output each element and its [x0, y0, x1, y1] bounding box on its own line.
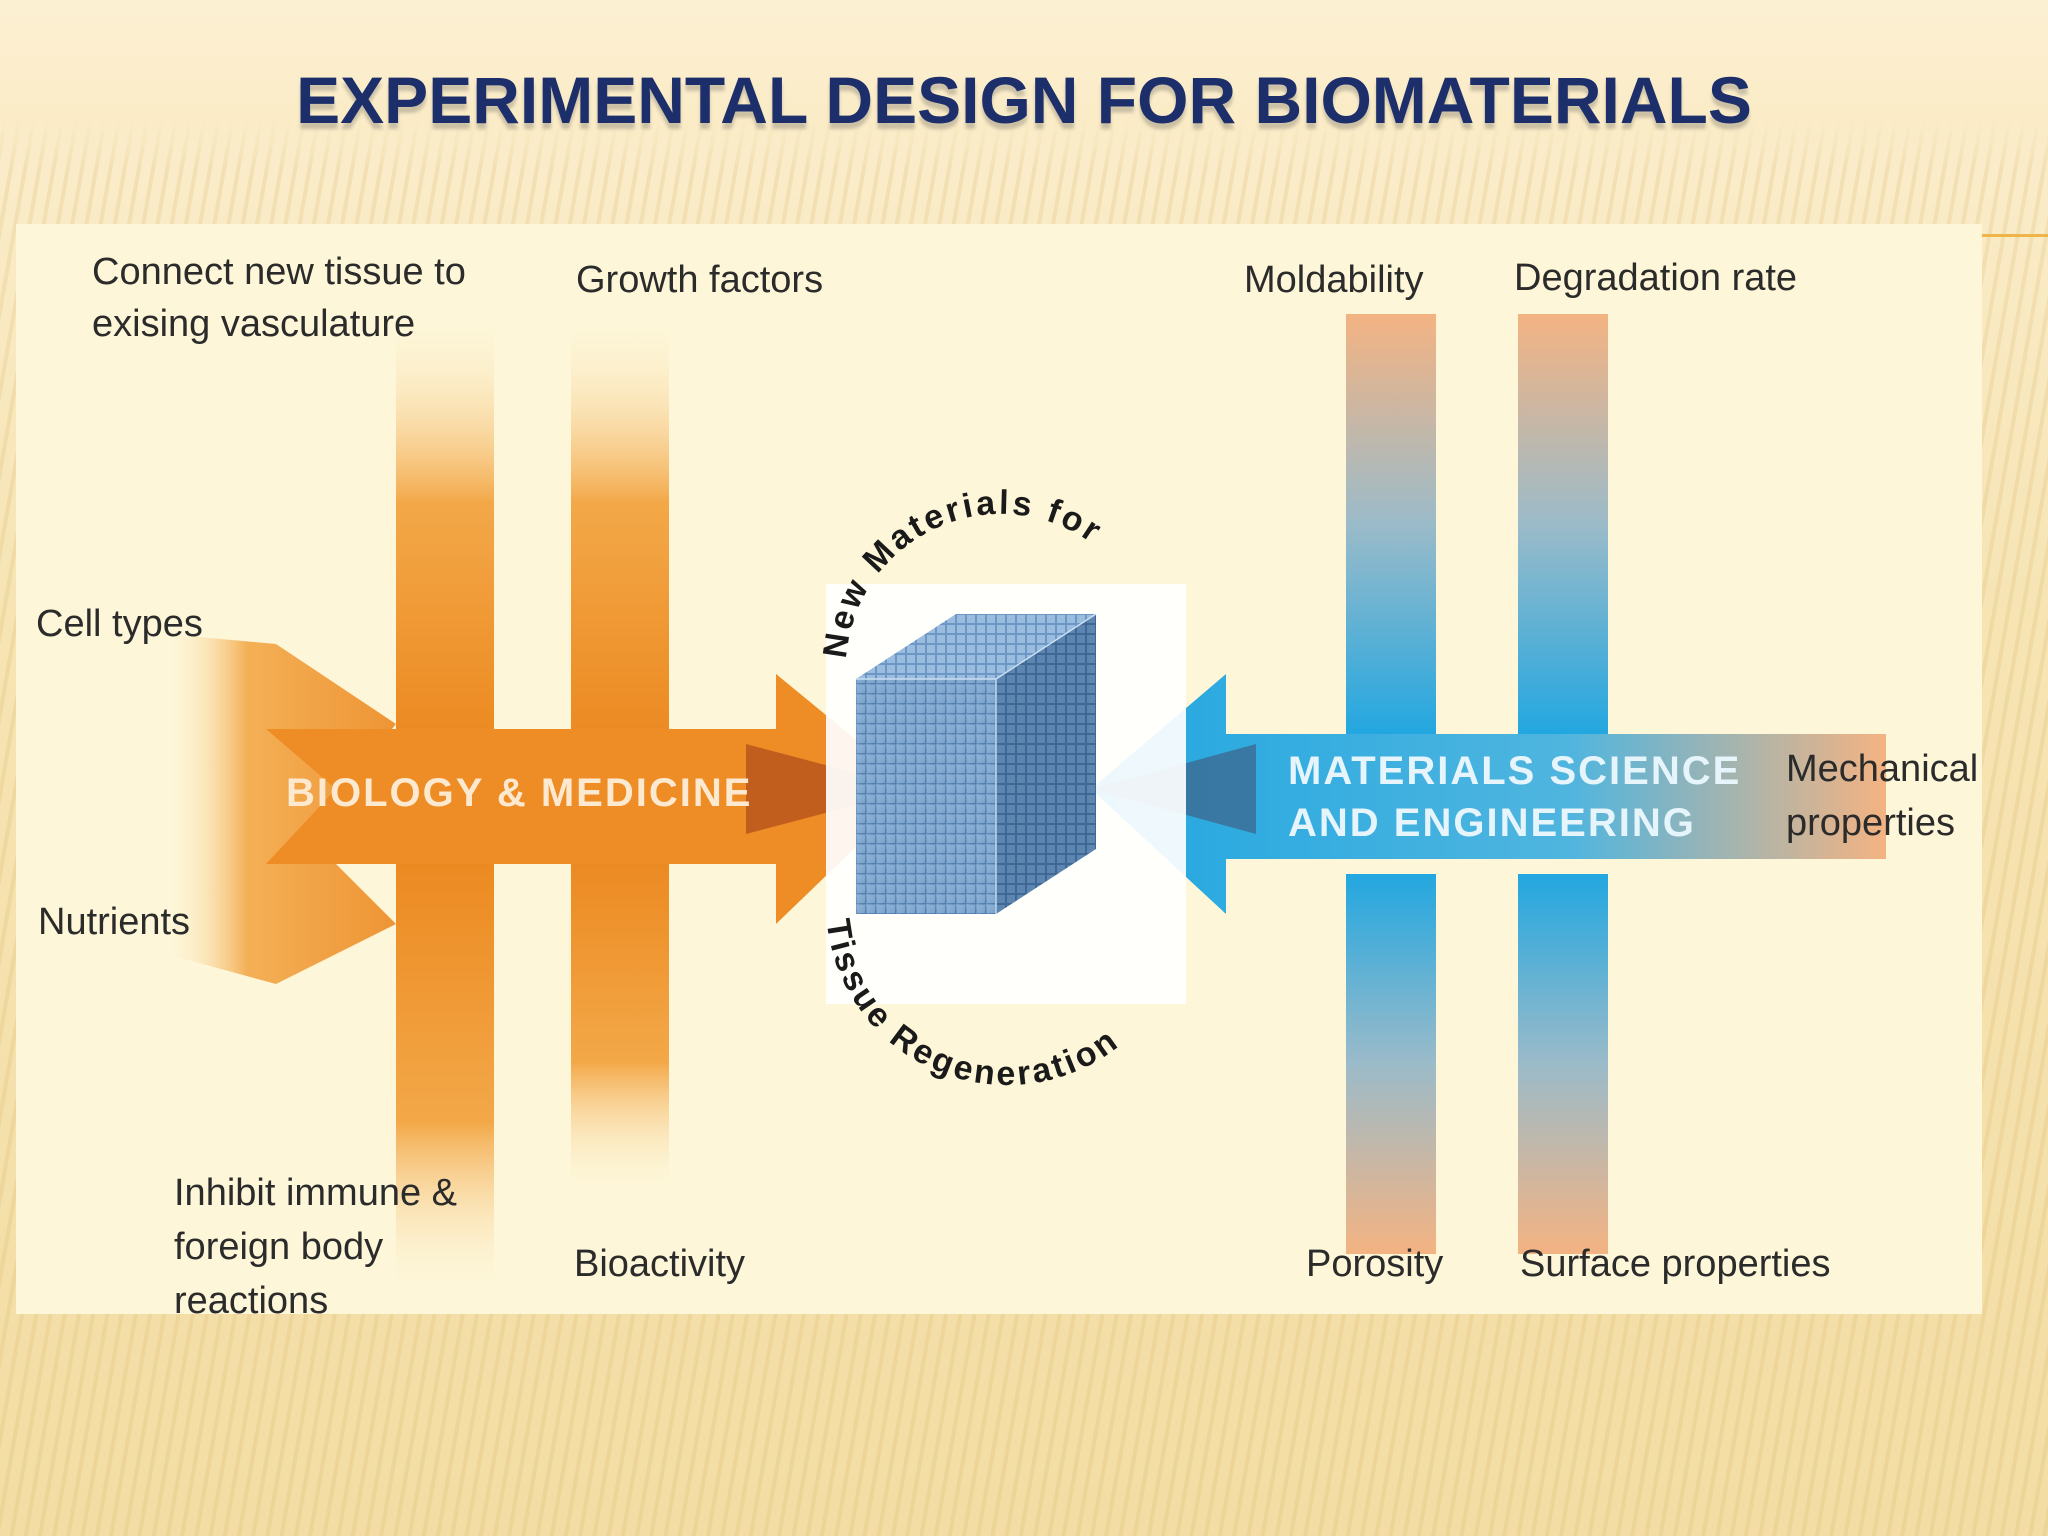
diagram-graphics: New Materials for Tissue Regeneration BI…	[166, 314, 1886, 1294]
bioactivity-stream	[571, 864, 669, 1194]
biomaterials-diagram: New Materials for Tissue Regeneration BI…	[16, 224, 1982, 1314]
cube-side	[996, 614, 1096, 914]
inhibit-immune-label: Inhibit immune & foreign body reactions	[174, 1166, 457, 1314]
surface-properties-label: Surface properties	[1520, 1243, 1831, 1285]
materials-arrow-label-1: MATERIALS SCIENCE	[1288, 749, 1741, 793]
connect-vasculature-label: Connect new tissue to exising vasculatur…	[92, 246, 466, 350]
cube-top	[856, 614, 1096, 679]
accent-line	[1982, 234, 2048, 237]
cube-front	[856, 679, 996, 914]
degradation-stream	[1518, 314, 1608, 734]
growth-factors-stream	[571, 314, 669, 734]
header-band	[0, 0, 2048, 170]
connect-label-line1: Connect new tissue to	[92, 251, 466, 293]
materials-main-arrow	[1091, 674, 1886, 914]
inhibit-label-line2: foreign body	[174, 1226, 384, 1268]
bioactivity-label: Bioactivity	[574, 1243, 746, 1285]
nutrients-label: Nutrients	[38, 901, 191, 943]
moldability-stream	[1346, 314, 1436, 734]
degradation-rate-label: Degradation rate	[1514, 257, 1798, 299]
moldability-label: Moldability	[1244, 259, 1424, 301]
mechanical-label-line1: Mechanical	[1786, 748, 1979, 790]
vasculature-stream	[396, 314, 494, 734]
biology-main-arrow	[266, 674, 916, 924]
slide-title: EXPERIMENTAL DESIGN FOR BIOMATERIALS	[296, 63, 1752, 137]
growth-factors-label: Growth factors	[576, 259, 824, 301]
mechanical-properties-label: Mechanical properties	[1786, 742, 1978, 850]
inhibit-stream	[396, 864, 494, 1294]
connect-label-line2: exising vasculature	[92, 303, 416, 345]
mechanical-label-line2: properties	[1786, 802, 1955, 844]
porosity-label: Porosity	[1306, 1243, 1444, 1285]
nutrients-arrow	[166, 834, 396, 984]
porosity-stream	[1346, 874, 1436, 1254]
inhibit-label-line3: reactions	[174, 1280, 329, 1314]
inhibit-label-line1: Inhibit immune &	[174, 1172, 458, 1214]
cell-types-label: Cell types	[36, 603, 203, 645]
materials-arrow-label-2: AND ENGINEERING	[1288, 801, 1696, 845]
surface-stream	[1518, 874, 1608, 1254]
biology-arrow-label: BIOLOGY & MEDICINE	[286, 771, 752, 815]
